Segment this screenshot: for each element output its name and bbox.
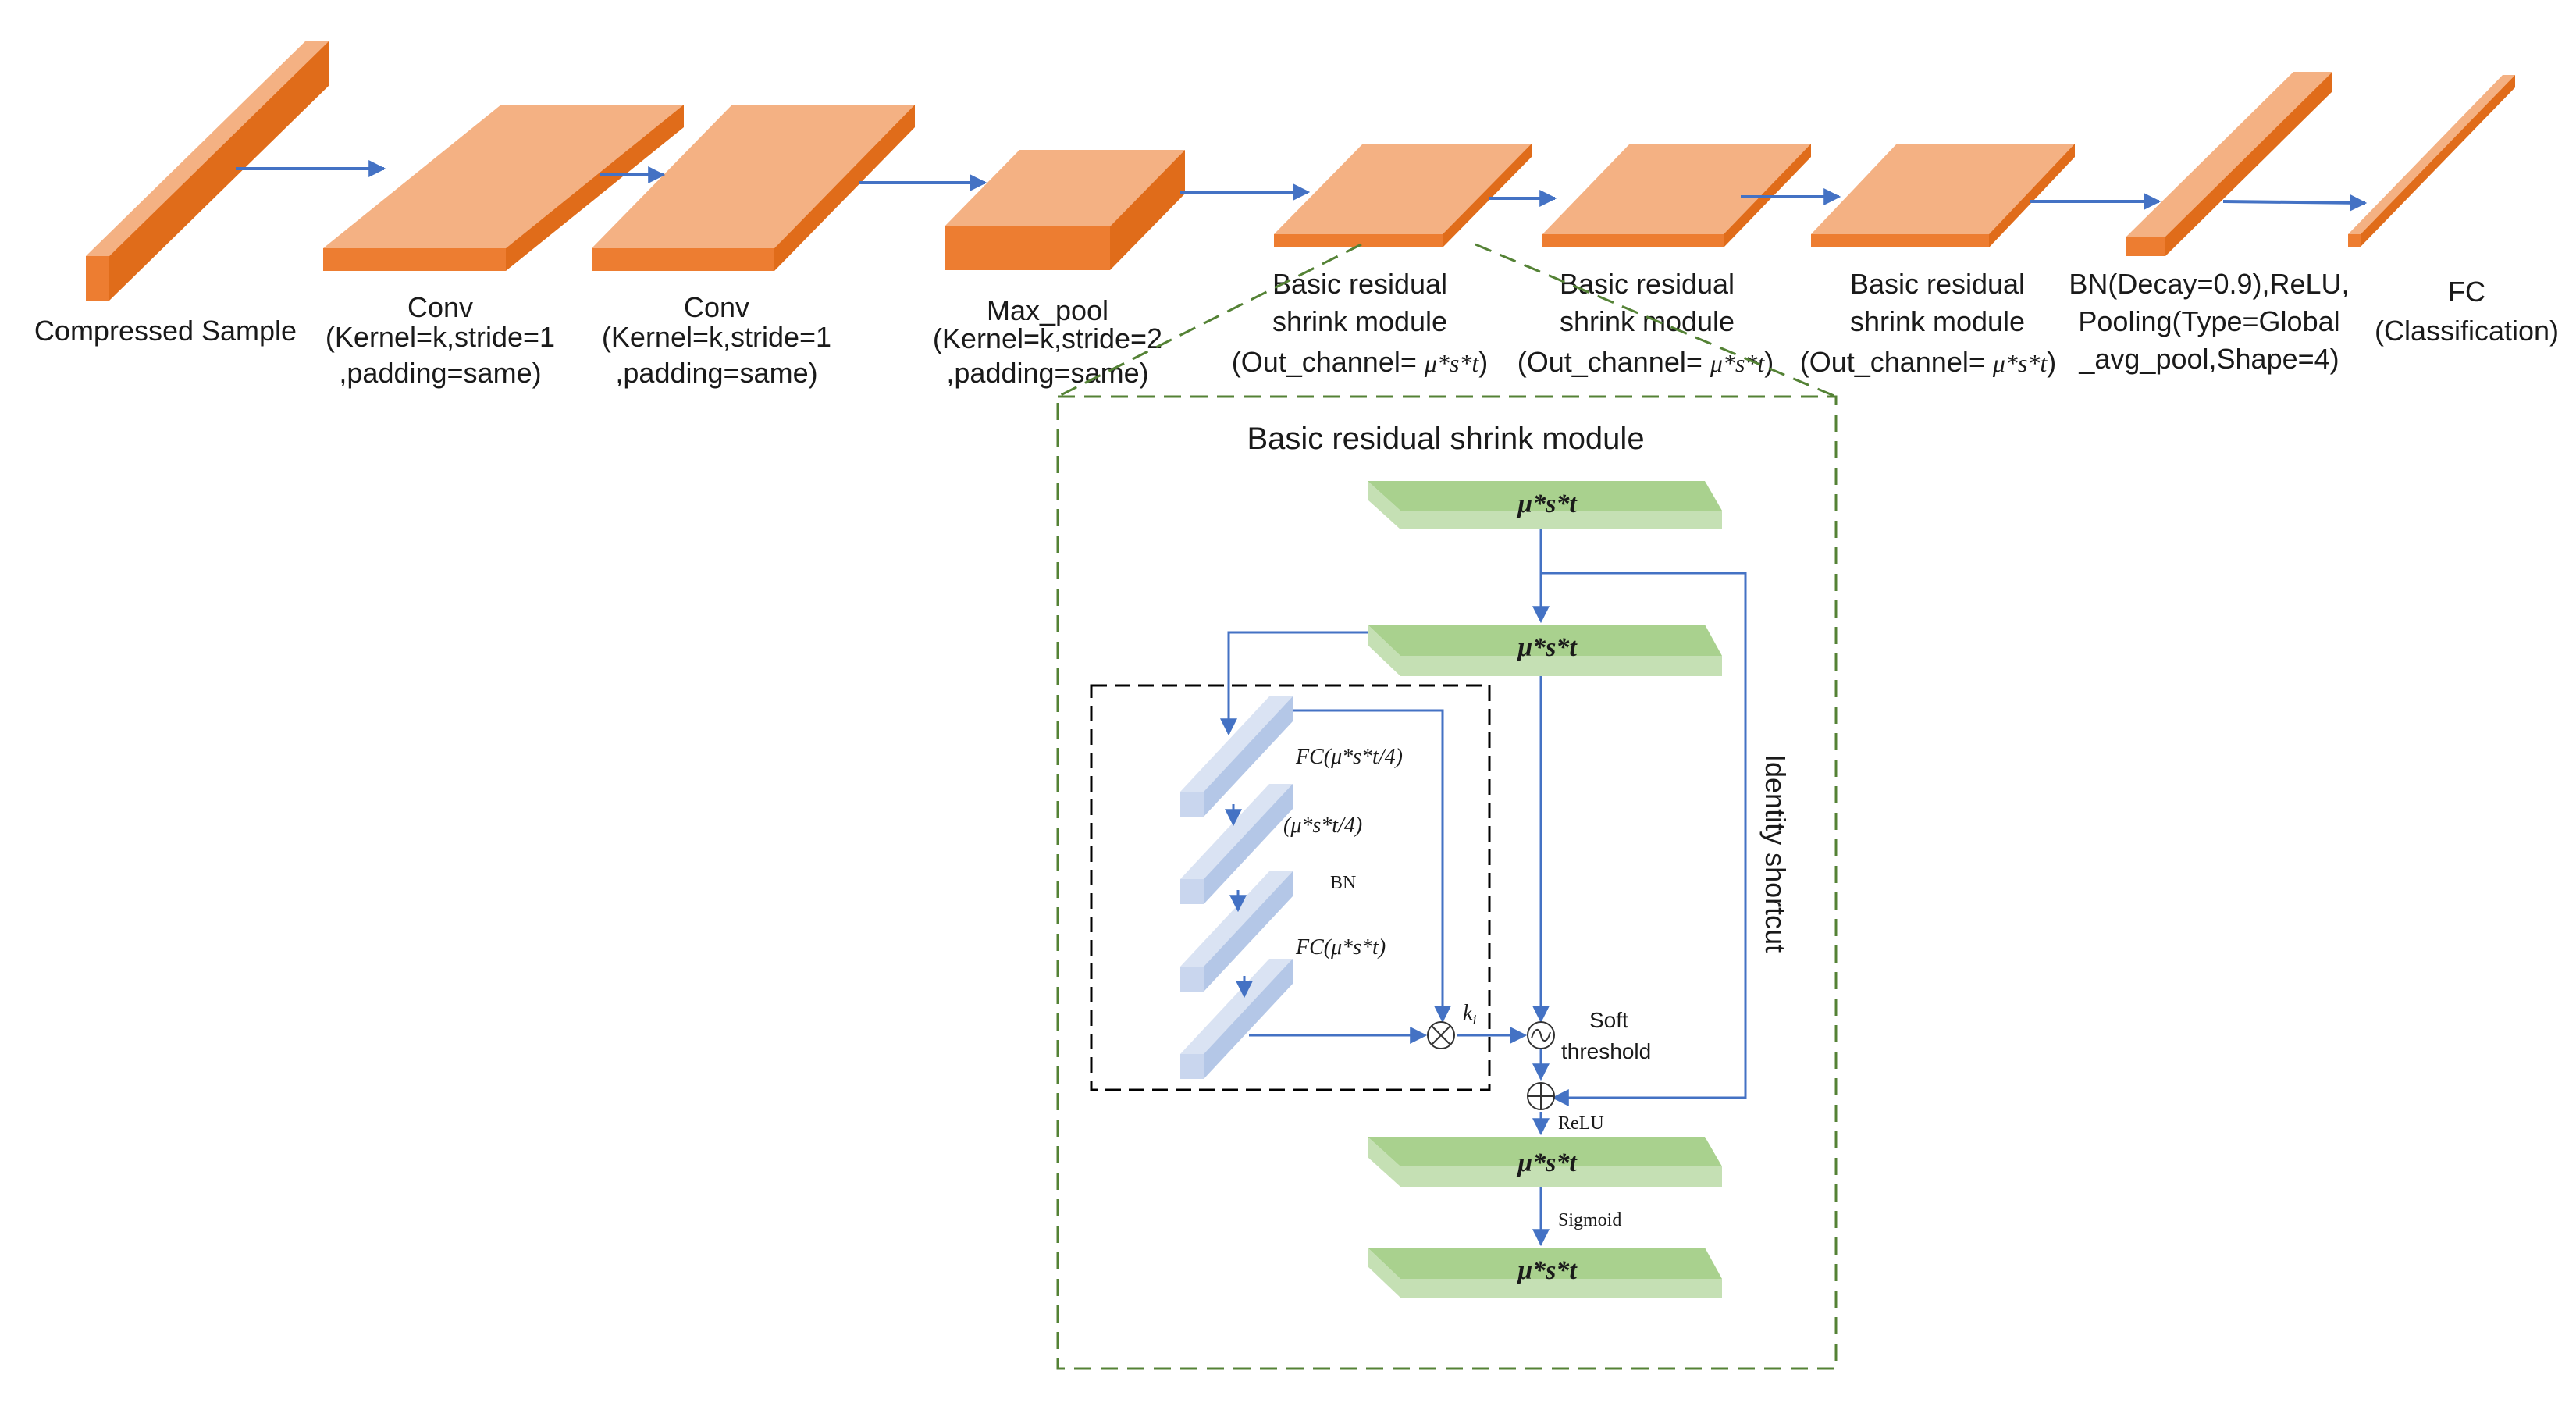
res3-outchannel-formula: μ*s*t: [1992, 349, 2048, 377]
relu-label: ReLU: [1558, 1113, 1604, 1134]
res3-line1: Basic residual: [1850, 268, 2025, 300]
res2-label: Basic residual shrink module (Out_channe…: [1517, 268, 1774, 378]
maxpool-block: [945, 150, 1185, 270]
conv2-block: [592, 105, 915, 271]
res1-line1: Basic residual: [1272, 268, 1447, 300]
fc-block: [2348, 75, 2515, 247]
module-frame: [1056, 395, 1838, 1370]
threshold-label: threshold: [1561, 1039, 1651, 1063]
conv2-title: Conv: [684, 291, 749, 323]
layer-slab-2-label: μ*s*t: [1516, 633, 1578, 662]
res1-outchannel-prefix: (Out_channel=: [1232, 346, 1425, 378]
layer-slab-4: μ*s*t: [1368, 1248, 1722, 1298]
bn-pool-label: BN(Decay=0.9),ReLU, Pooling(Type=Global …: [2069, 268, 2349, 375]
res3-outchannel-prefix: (Out_channel=: [1800, 346, 1993, 378]
bn-line3: _avg_pool,Shape=4): [2078, 343, 2339, 375]
res3-line2: shrink module: [1850, 305, 2025, 337]
fc-block-3: [1180, 871, 1293, 992]
conv2-padding: ,padding=same): [615, 357, 817, 389]
bn-pool-block: [2126, 72, 2332, 256]
res3-outchannel: (Out_channel= μ*s*t): [1800, 346, 2057, 378]
conv2-params: (Kernel=k,stride=1: [602, 321, 831, 353]
input-label: Compressed Sample: [34, 315, 297, 347]
bn-line2: Pooling(Type=Global: [2078, 305, 2339, 337]
conv1-title: Conv: [407, 291, 473, 323]
ki-label: ki: [1463, 1001, 1476, 1027]
res3-outchannel-suffix: ): [2047, 346, 2056, 378]
multiply-node: [1427, 1021, 1455, 1049]
module-arrows: [1220, 529, 1747, 1247]
conv1-label: Conv (Kernel=k,stride=1 ,padding=same): [326, 291, 555, 389]
bn-line1: BN(Decay=0.9),ReLU,: [2069, 268, 2349, 300]
res2-outchannel-suffix: ): [1764, 346, 1774, 378]
fc-label: FC (Classification): [2375, 276, 2559, 347]
soft-label: Soft: [1589, 1008, 1628, 1032]
conv1-params: (Kernel=k,stride=1: [326, 321, 555, 353]
fc1-label: FC(μ*s*t/4): [1295, 745, 1403, 769]
fc-block-1: [1180, 696, 1293, 817]
layer-slab-2: μ*s*t: [1368, 625, 1722, 676]
layer-slab-1: μ*s*t: [1368, 481, 1722, 529]
maxpool-title: Max_pool: [987, 294, 1108, 326]
bn-inner-label: BN: [1330, 873, 1356, 893]
pipeline-arrows: [236, 160, 2368, 212]
res1-outchannel: (Out_channel= μ*s*t): [1232, 346, 1489, 378]
input-block: [86, 41, 329, 301]
conv1-block: [323, 105, 684, 271]
res1-line2: shrink module: [1272, 305, 1447, 337]
res2-outchannel: (Out_channel= μ*s*t): [1517, 346, 1774, 378]
res1-label: Basic residual shrink module (Out_channe…: [1232, 268, 1489, 378]
fc-line1: FC: [2448, 276, 2485, 308]
res2-line2: shrink module: [1560, 305, 1735, 337]
res2-outchannel-prefix: (Out_channel=: [1517, 346, 1710, 378]
sigmoid-label: Sigmoid: [1558, 1210, 1621, 1230]
conv1-padding: ,padding=same): [339, 357, 541, 389]
maxpool-padding: ,padding=same): [946, 357, 1148, 389]
res1-block: [1274, 144, 1532, 247]
add-node: [1527, 1082, 1555, 1110]
identity-shortcut-label: Identity shortcut: [1759, 754, 1791, 953]
res1-outchannel-suffix: ): [1478, 346, 1488, 378]
fc-block-4: [1180, 959, 1293, 1079]
layer-slab-3: μ*s*t: [1368, 1137, 1722, 1187]
layer-slab-3-label: μ*s*t: [1516, 1148, 1578, 1177]
fc-line2: (Classification): [2375, 315, 2559, 347]
layer-slab-1-label: μ*s*t: [1516, 490, 1578, 518]
fc2-label: FC(μ*s*t): [1295, 935, 1386, 960]
soft-threshold-node: [1527, 1021, 1555, 1049]
conv2-label: Conv (Kernel=k,stride=1 ,padding=same): [602, 291, 831, 389]
mid-label: (μ*s*t/4): [1283, 814, 1362, 838]
res2-line1: Basic residual: [1560, 268, 1735, 300]
fc-block-2: [1180, 784, 1293, 904]
maxpool-params: (Kernel=k,stride=2: [933, 322, 1162, 354]
zoom-connectors: [1057, 243, 1837, 398]
res1-outchannel-formula: μ*s*t: [1424, 349, 1480, 377]
res3-block: [1811, 144, 2075, 247]
module-title: Basic residual shrink module: [1247, 422, 1644, 456]
res3-label: Basic residual shrink module (Out_channe…: [1800, 268, 2057, 378]
layer-slab-4-label: μ*s*t: [1516, 1256, 1578, 1285]
maxpool-label: Max_pool (Kernel=k,stride=2 ,padding=sam…: [933, 294, 1162, 389]
attention-subnet-frame: [1090, 684, 1491, 1091]
